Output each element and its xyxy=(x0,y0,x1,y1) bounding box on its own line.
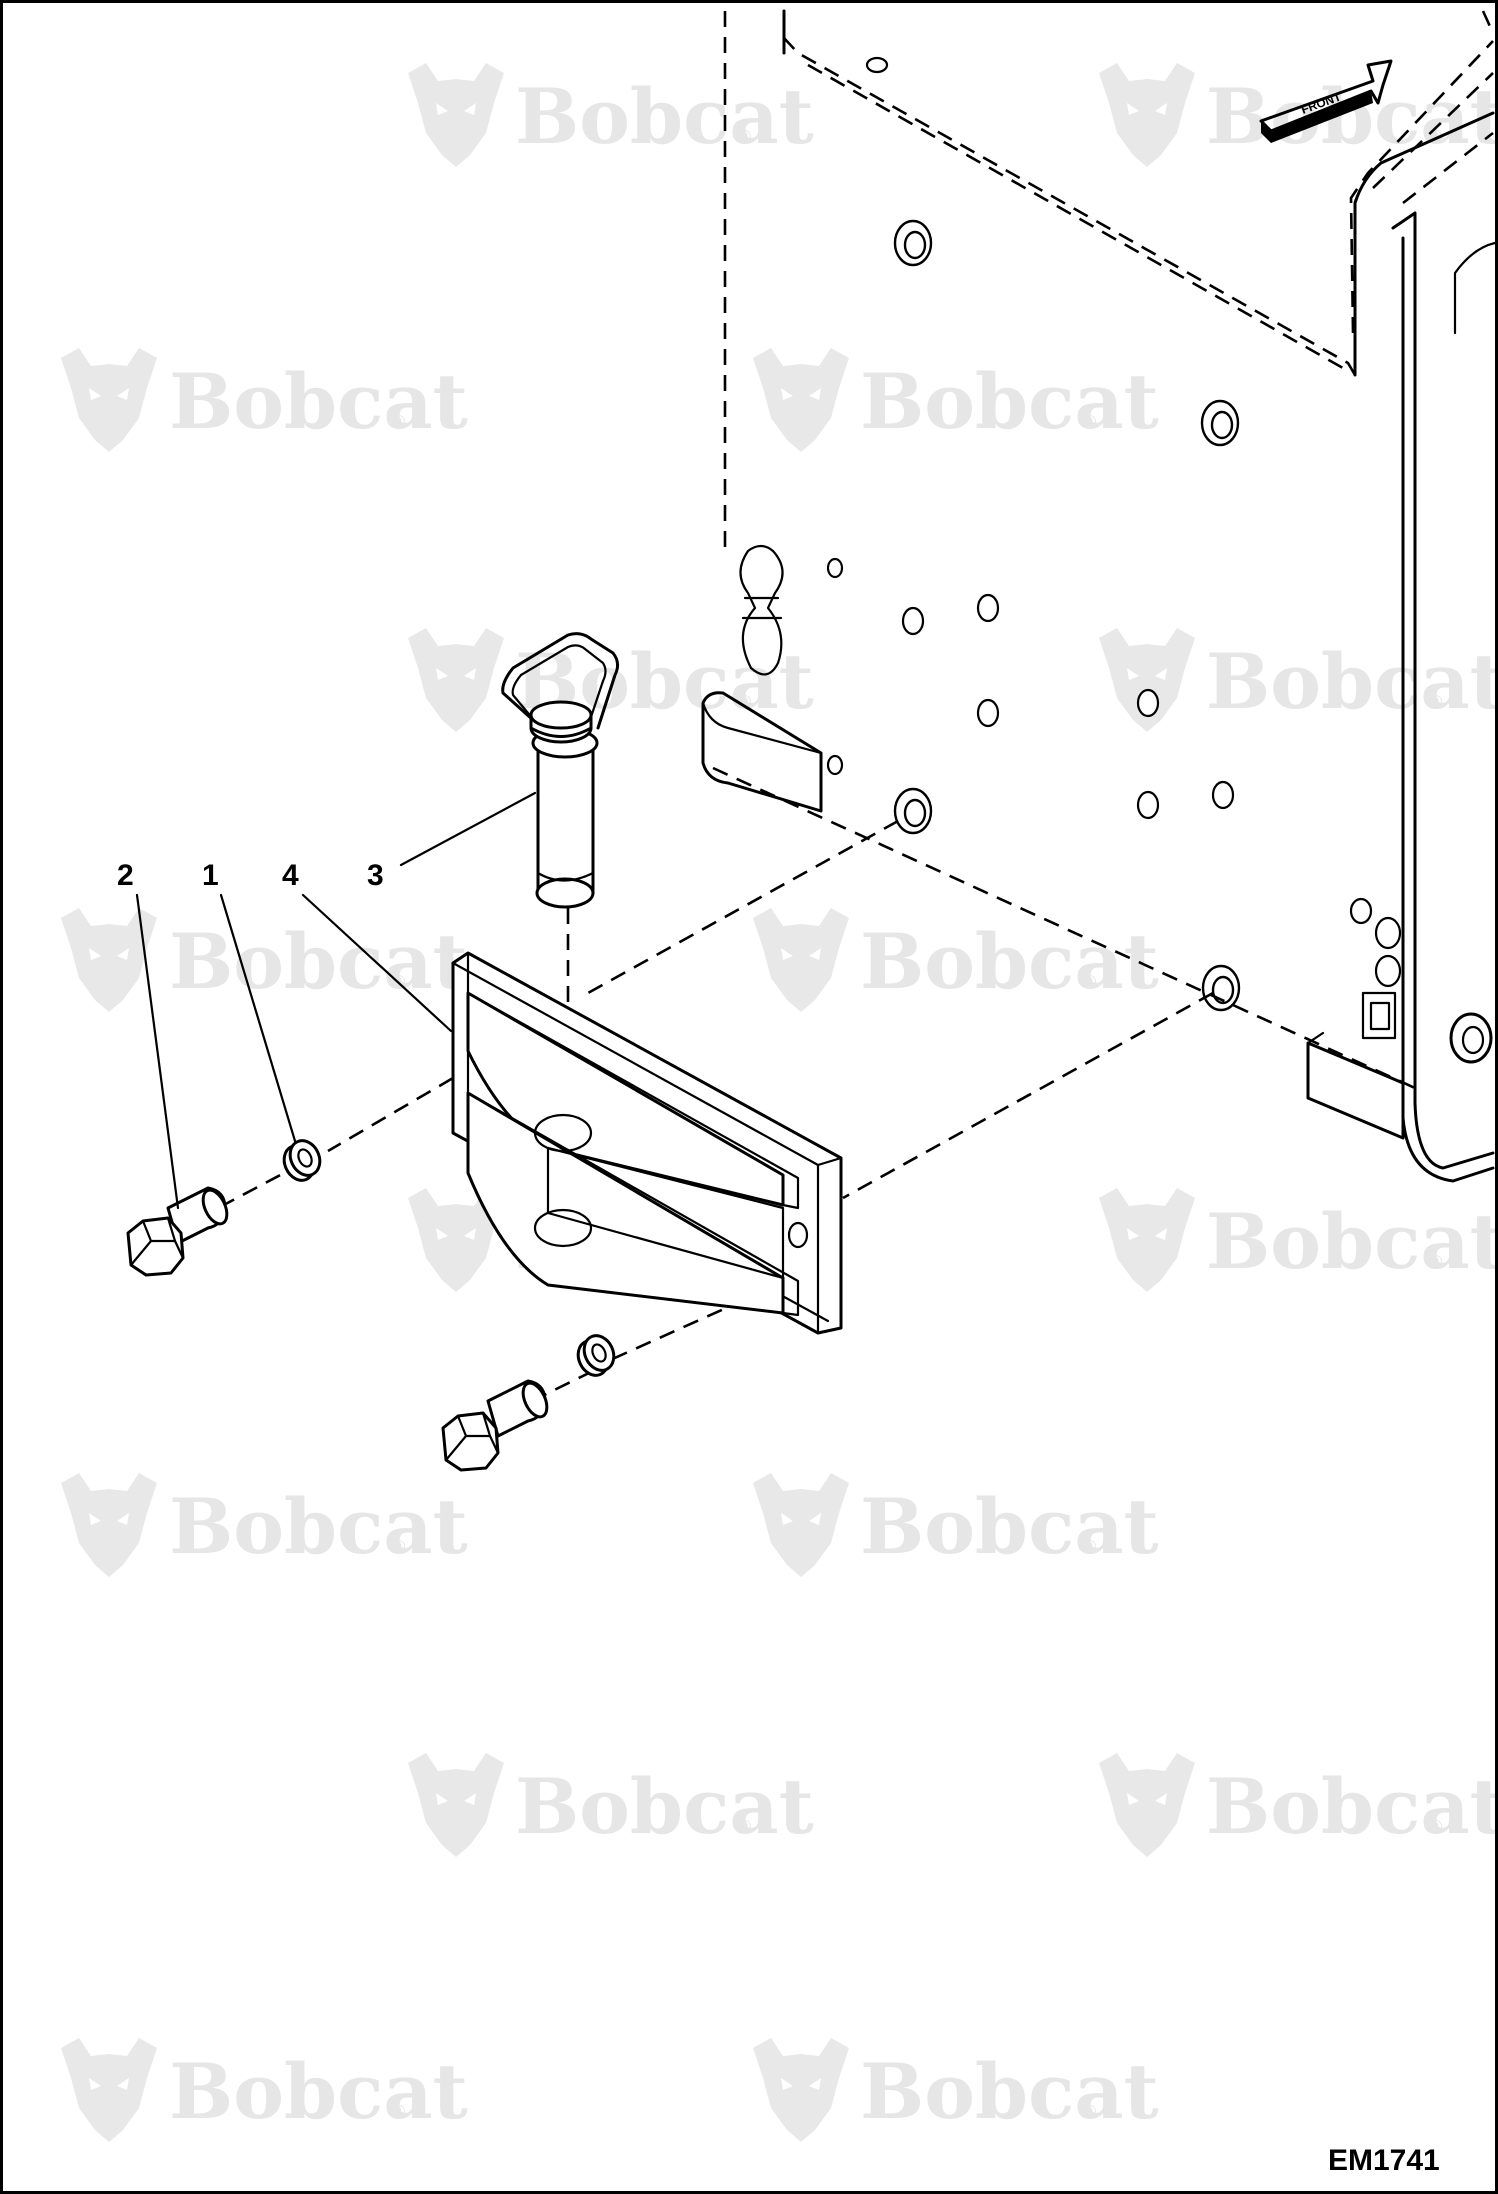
watermark-brand: Bobcat xyxy=(169,357,468,446)
watermark-brand: Bobcat xyxy=(1206,1197,1498,1286)
bolt-lower xyxy=(441,1379,549,1472)
callout-4-label: 4 xyxy=(282,859,299,892)
watermark-brand: Bobcat xyxy=(1206,637,1498,726)
watermark: Bobcat ® xyxy=(753,348,1159,452)
part-4-bracket xyxy=(451,951,843,1335)
watermark: Bobcat ® xyxy=(753,1473,1159,1577)
part-3-lock-pin xyxy=(501,632,620,909)
washer-upper xyxy=(282,1139,322,1182)
watermark-registered-mark: ® xyxy=(392,2102,405,2122)
watermark-brand: Bobcat xyxy=(169,917,468,1006)
watermark-brand: Bobcat xyxy=(1206,1762,1498,1851)
part-2-bolts xyxy=(126,1186,549,1472)
callout-layer: 2 1 4 3 xyxy=(117,791,537,1210)
watermark-registered-mark: ® xyxy=(1083,1537,1096,1557)
watermark-layer: Bobcat ® Bobcat ® Bobcat ® Bobcat ® Bobc… xyxy=(61,63,1498,2142)
watermark-registered-mark: ® xyxy=(738,1817,751,1837)
watermark: Bobcat ® xyxy=(61,908,468,1012)
watermark-brand: Bobcat xyxy=(860,357,1159,446)
watermark: Bobcat ® xyxy=(61,1473,468,1577)
watermark-registered-mark: ® xyxy=(392,1537,405,1557)
part-1-washers xyxy=(282,1139,616,1377)
watermark: Bobcat ® xyxy=(1099,63,1498,167)
watermark-brand: Bobcat xyxy=(860,917,1159,1006)
figure-id: EM1741 xyxy=(1328,2144,1440,2177)
watermark-brand: Bobcat xyxy=(515,1762,814,1851)
diagram-canvas: Bobcat ® Bobcat ® Bobcat ® Bobcat ® Bobc… xyxy=(61,9,1498,2177)
watermark: Bobcat ® xyxy=(1099,1188,1498,1292)
watermark-registered-mark: ® xyxy=(1429,1252,1442,1272)
watermark-brand: Bobcat xyxy=(860,1482,1159,1571)
watermark-registered-mark: ® xyxy=(738,127,751,147)
watermark: Bobcat ® xyxy=(753,2038,1159,2142)
watermark: Bobcat ® xyxy=(1099,1753,1498,1857)
watermark-brand: Bobcat xyxy=(1206,72,1498,161)
watermark-registered-mark: ® xyxy=(1083,972,1096,992)
watermark-brand: Bobcat xyxy=(169,1482,468,1571)
watermark-registered-mark: ® xyxy=(1429,692,1442,712)
watermark-registered-mark: ® xyxy=(1429,1817,1442,1837)
callout-1: 1 xyxy=(202,859,297,1143)
watermark-brand: Bobcat xyxy=(860,2047,1159,2136)
watermark: Bobcat ® xyxy=(408,628,814,732)
watermark: Bobcat ® xyxy=(753,908,1159,1012)
watermark-brand: Bobcat xyxy=(169,2047,468,2136)
machine-frame: FRONT xyxy=(701,9,1495,1183)
watermark-registered-mark: ® xyxy=(392,412,405,432)
watermark: Bobcat ® xyxy=(61,2038,468,2142)
watermark-brand: Bobcat xyxy=(515,72,814,161)
watermark-registered-mark: ® xyxy=(1083,2102,1096,2122)
bolt-upper xyxy=(126,1186,229,1277)
watermark: Bobcat ® xyxy=(408,1753,814,1857)
callout-3-label: 3 xyxy=(367,859,384,892)
watermark: Bobcat ® xyxy=(61,348,468,452)
watermark-registered-mark: ® xyxy=(1083,412,1096,432)
callout-4: 4 xyxy=(282,859,453,1033)
callout-1-label: 1 xyxy=(202,859,219,892)
callout-2: 2 xyxy=(117,859,180,1210)
watermark: Bobcat ® xyxy=(1099,628,1498,732)
callout-2-label: 2 xyxy=(117,859,134,892)
watermark: Bobcat ® xyxy=(408,63,814,167)
washer-lower xyxy=(576,1334,616,1377)
callout-3: 3 xyxy=(367,791,537,892)
